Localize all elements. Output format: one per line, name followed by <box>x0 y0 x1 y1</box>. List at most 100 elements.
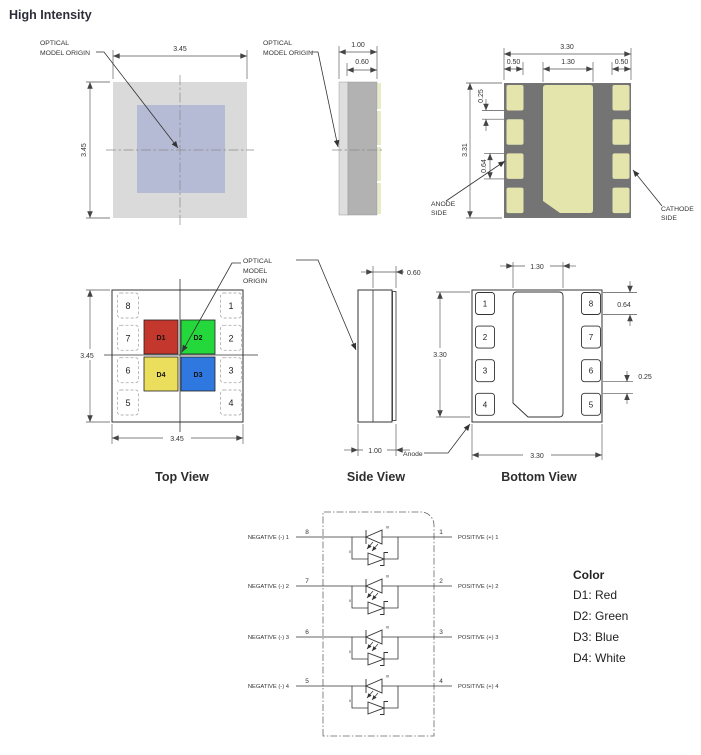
profile-body-dark <box>347 81 378 216</box>
die-d3-blue <box>180 356 216 392</box>
top-view-outline <box>111 289 244 423</box>
pin-number: 5 <box>589 400 594 409</box>
pad-view-column-dims: 0.50 1.30 0.50 <box>503 59 632 82</box>
dim-label: 0.25 <box>478 89 485 103</box>
negative-terminal-label: NEGATIVE (-) 3 <box>248 635 289 641</box>
pad-view-anode-pads <box>506 85 524 214</box>
dim-label: 3.45 <box>81 143 88 157</box>
top-view-height-dim: 3.45 <box>74 289 110 423</box>
lens-notch <box>377 181 382 183</box>
positive-terminal-label: POSITIVE (+) 2 <box>458 584 498 590</box>
dim-label: 0.50 <box>507 59 521 66</box>
anode-side-callout: ANODE SIDE <box>431 160 506 217</box>
pin-number: 6 <box>589 367 594 376</box>
top-view-width-dim: 3.45 <box>111 424 244 444</box>
dim-label: 3.45 <box>170 436 184 443</box>
anode-side-label: ANODE <box>431 201 456 208</box>
origin-label: MODEL ORIGIN <box>40 50 90 57</box>
front-view-origin-callout: OPTICAL MODEL ORIGIN <box>40 40 179 149</box>
bottom-view-gap-dim: 0.25 <box>603 371 652 404</box>
lens-notch <box>377 145 382 147</box>
die-label: D1 <box>157 335 166 342</box>
pin-number: 4 <box>228 398 233 408</box>
profile-body-light <box>338 81 349 216</box>
pin-number: 5 <box>305 678 309 685</box>
origin-leader-left <box>181 262 241 353</box>
dim-label: 3.30 <box>433 352 447 359</box>
profile-view: 1.00 0.60 OPTICAL MODEL ORIGIN <box>263 40 384 216</box>
dim-label: 0.64 <box>481 159 488 173</box>
anode-leader <box>445 160 506 202</box>
dim-label: 1.00 <box>368 448 382 455</box>
origin-label: OPTICAL <box>40 40 69 47</box>
bottom-view-width-dim: 3.30 <box>471 424 603 460</box>
pin-number: 4 <box>483 400 488 409</box>
bottom-view-left-pads <box>475 292 495 416</box>
positive-terminal-label: POSITIVE (+) 4 <box>458 684 499 690</box>
pin-number: 1 <box>228 301 233 311</box>
dim-label: 3.45 <box>173 46 187 53</box>
origin-leader <box>96 51 179 149</box>
pin-number: 3 <box>228 366 233 376</box>
profile-lens-strip <box>377 83 381 214</box>
legend-item: D2: Green <box>573 609 628 623</box>
profile-lens-dim: 0.60 <box>346 59 378 76</box>
bottom-view-caption: Bottom View <box>501 470 577 484</box>
schematic-package-boundary <box>322 511 435 737</box>
pad-view-width-dim: 3.30 <box>503 44 632 80</box>
pin-number: 1 <box>439 529 443 536</box>
front-view-width-dim: 3.45 <box>112 46 248 79</box>
origin-leader-right <box>296 259 357 351</box>
top-view-caption: Top View <box>155 470 209 484</box>
anode-label: Anode <box>403 451 423 458</box>
front-view-centerlines <box>106 75 254 226</box>
pad-view-pad-dim: 0.64 <box>481 153 504 180</box>
top-view-left-pin-numbers: 8 7 6 5 <box>125 301 130 408</box>
origin-label: MODEL <box>243 268 267 275</box>
cathode-side-label: CATHODE <box>661 206 694 213</box>
pin-number: 6 <box>125 366 130 376</box>
dim-label: 0.25 <box>638 374 652 381</box>
cathode-leader <box>632 169 663 207</box>
color-legend: Color D1: Red D2: Green D3: Blue D4: Whi… <box>573 568 628 665</box>
top-view-right-pin-numbers: 1 2 3 4 <box>228 301 233 408</box>
top-view-centerlines <box>104 279 258 433</box>
anode-leader <box>424 423 471 454</box>
negative-terminal-label: NEGATIVE (-) 4 <box>248 684 290 690</box>
dim-label: 3.30 <box>530 453 544 460</box>
pin-number: 8 <box>125 301 130 311</box>
schematic: NEGATIVE (-) 1 8 1 POSITIVE (+) 1 NEGATI… <box>248 511 499 737</box>
front-view-emitter-area <box>137 105 225 193</box>
dim-label: 0.60 <box>407 270 421 277</box>
pin-number: 1 <box>483 300 488 309</box>
pin-number: 6 <box>305 629 309 636</box>
legend-heading: Color <box>573 568 605 582</box>
negative-terminal-label: NEGATIVE (-) 1 <box>248 535 289 541</box>
bottom-view-right-pads <box>581 292 601 416</box>
origin-label: MODEL ORIGIN <box>263 50 313 57</box>
dim-label: 1.00 <box>351 42 365 49</box>
bottom-view: 1 2 3 4 8 7 6 5 1.30 0.64 <box>427 260 652 484</box>
bottom-view-height-dim: 3.30 <box>427 291 470 418</box>
die-label: D3 <box>194 372 203 379</box>
origin-label: OPTICAL <box>243 258 272 265</box>
dim-label: 3.31 <box>462 143 469 157</box>
schematic-channel-2: NEGATIVE (-) 2 7 2 POSITIVE (+) 2 <box>248 575 498 615</box>
bottom-view-right-pin-numbers: 8 7 6 5 <box>589 300 594 410</box>
side-view-lens-dim: 0.60 <box>361 266 421 288</box>
top-view: 8 7 6 5 1 2 3 4 D1 D2 D4 D3 <box>74 258 357 484</box>
origin-label: OPTICAL <box>263 40 292 47</box>
pin-number: 7 <box>589 333 594 342</box>
pin-number: 7 <box>125 333 130 343</box>
dim-label: 3.45 <box>80 353 94 360</box>
front-view: 3.45 3.45 OPTICAL MODEL ORIGIN <box>40 40 254 226</box>
die-label: D2 <box>194 335 203 342</box>
die-d4-yellow <box>143 356 179 392</box>
top-view-pin-pads <box>117 292 242 416</box>
cathode-side-callout: CATHODE SIDE <box>632 169 694 222</box>
side-view-outline <box>357 289 393 423</box>
dim-label: 1.30 <box>530 264 544 271</box>
front-view-height-dim: 3.45 <box>81 81 110 219</box>
bottom-view-center-dim: 1.30 <box>500 260 576 288</box>
